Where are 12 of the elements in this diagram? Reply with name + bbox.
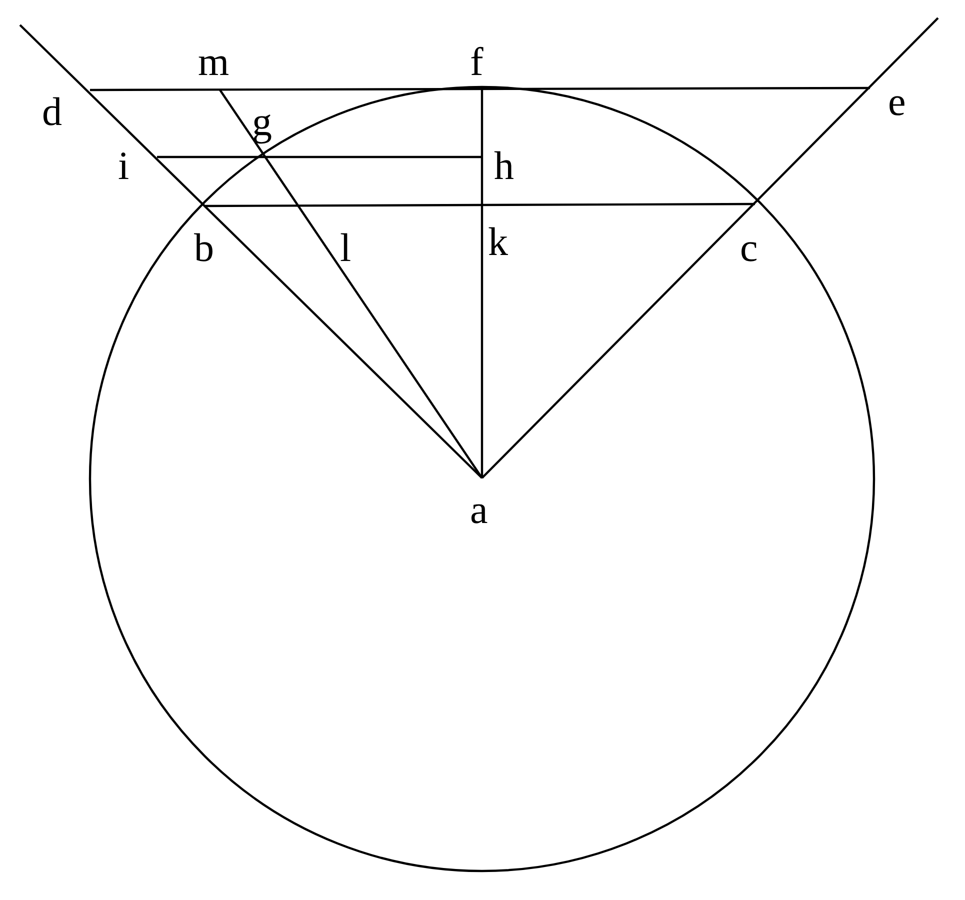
point-label: h (494, 146, 514, 186)
point-label: l (340, 228, 352, 268)
point-label: g (252, 102, 272, 142)
point-label: b (194, 228, 214, 268)
point-label: a (470, 490, 488, 530)
point-label: d (42, 92, 62, 132)
point-label: f (470, 42, 484, 82)
point-label: k (488, 222, 508, 262)
point-label: e (888, 82, 906, 122)
point-label: m (198, 42, 230, 82)
point-label: c (740, 228, 758, 268)
point-label: i (118, 146, 130, 186)
